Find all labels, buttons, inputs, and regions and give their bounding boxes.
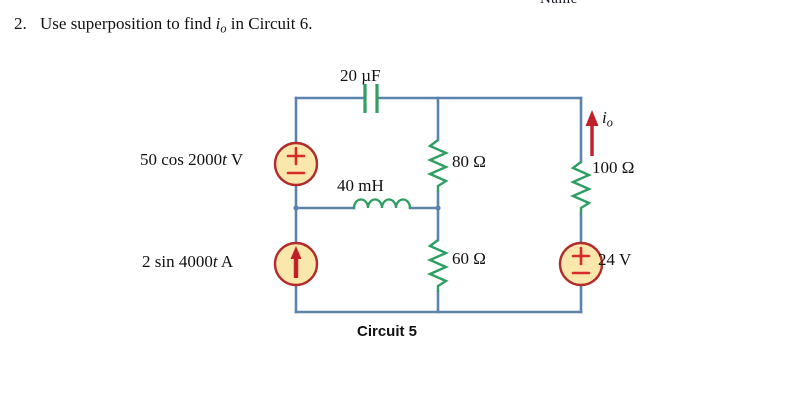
- inductor-symbol: [352, 198, 412, 210]
- resistor-100-zigzag: [570, 161, 592, 214]
- voltage-source-dc-symbol: [558, 241, 604, 287]
- problem-variable: i: [215, 14, 221, 33]
- resistor-100-symbol: [570, 161, 592, 214]
- problem-number: 2.: [14, 14, 27, 33]
- problem-text-after: in Circuit 6.: [226, 14, 313, 33]
- junction-left-middle: [293, 205, 299, 211]
- voltage-source-ac-label-variable: t: [222, 150, 227, 169]
- capacitor-symbol: [363, 84, 379, 113]
- voltage-source-ac-plus: [286, 146, 306, 166]
- io-label: io: [602, 108, 613, 130]
- resistor-80-symbol: [427, 139, 449, 192]
- inductor-label: 40 mH: [337, 176, 384, 195]
- resistor-60-zigzag: [427, 239, 449, 292]
- problem-variable-subscript: o: [220, 21, 227, 36]
- current-source-ac-label-suffix: A: [217, 252, 234, 271]
- voltage-source-dc-label: 24 V: [598, 250, 632, 269]
- io-arrow-head: [585, 110, 599, 126]
- io-label-variable: i: [602, 108, 607, 127]
- header-name-fragment: Name: [540, 0, 578, 8]
- circuit-svg: [273, 84, 604, 314]
- circuit-wires: [294, 96, 583, 314]
- current-source-ac-label-variable: t: [212, 252, 218, 271]
- current-source-ac-symbol: [273, 241, 319, 287]
- current-source-ac-label-prefix: 2 sin 4000: [142, 252, 213, 271]
- resistor-100-label: 100 Ω: [592, 158, 635, 177]
- circuit-caption: Circuit 5: [357, 323, 418, 340]
- voltage-source-ac-label-suffix: V: [226, 150, 244, 169]
- inductor-coils: [352, 198, 412, 210]
- resistor-60-label: 60 Ω: [452, 249, 486, 268]
- capacitor-label: 20 µF: [340, 66, 381, 85]
- resistor-80-zigzag: [427, 139, 449, 192]
- problem-text-before: Use superposition to find: [40, 14, 216, 33]
- resistor-80-label: 80 Ω: [452, 152, 486, 171]
- circuit-diagram: 20 µF 50 cos 2000t V 40 mH 80 Ω 100 Ω 2 …: [0, 40, 795, 370]
- junction-center-middle: [435, 205, 441, 211]
- voltage-source-ac-symbol: [273, 141, 319, 187]
- current-source-ac-label: 2 sin 4000t A: [142, 252, 233, 272]
- io-current-arrow: [585, 110, 599, 156]
- voltage-source-dc-plus: [571, 246, 591, 266]
- io-label-subscript: o: [606, 115, 613, 130]
- circuit-junctions: [293, 97, 441, 313]
- current-source-ac-arrow: [290, 246, 302, 278]
- voltage-source-ac-label: 50 cos 2000t V: [140, 150, 243, 170]
- resistor-60-symbol: [427, 239, 449, 292]
- problem-statement: 2. Use superposition to find io in Circui…: [14, 14, 312, 36]
- voltage-source-ac-label-prefix: 50 cos 2000: [140, 150, 223, 169]
